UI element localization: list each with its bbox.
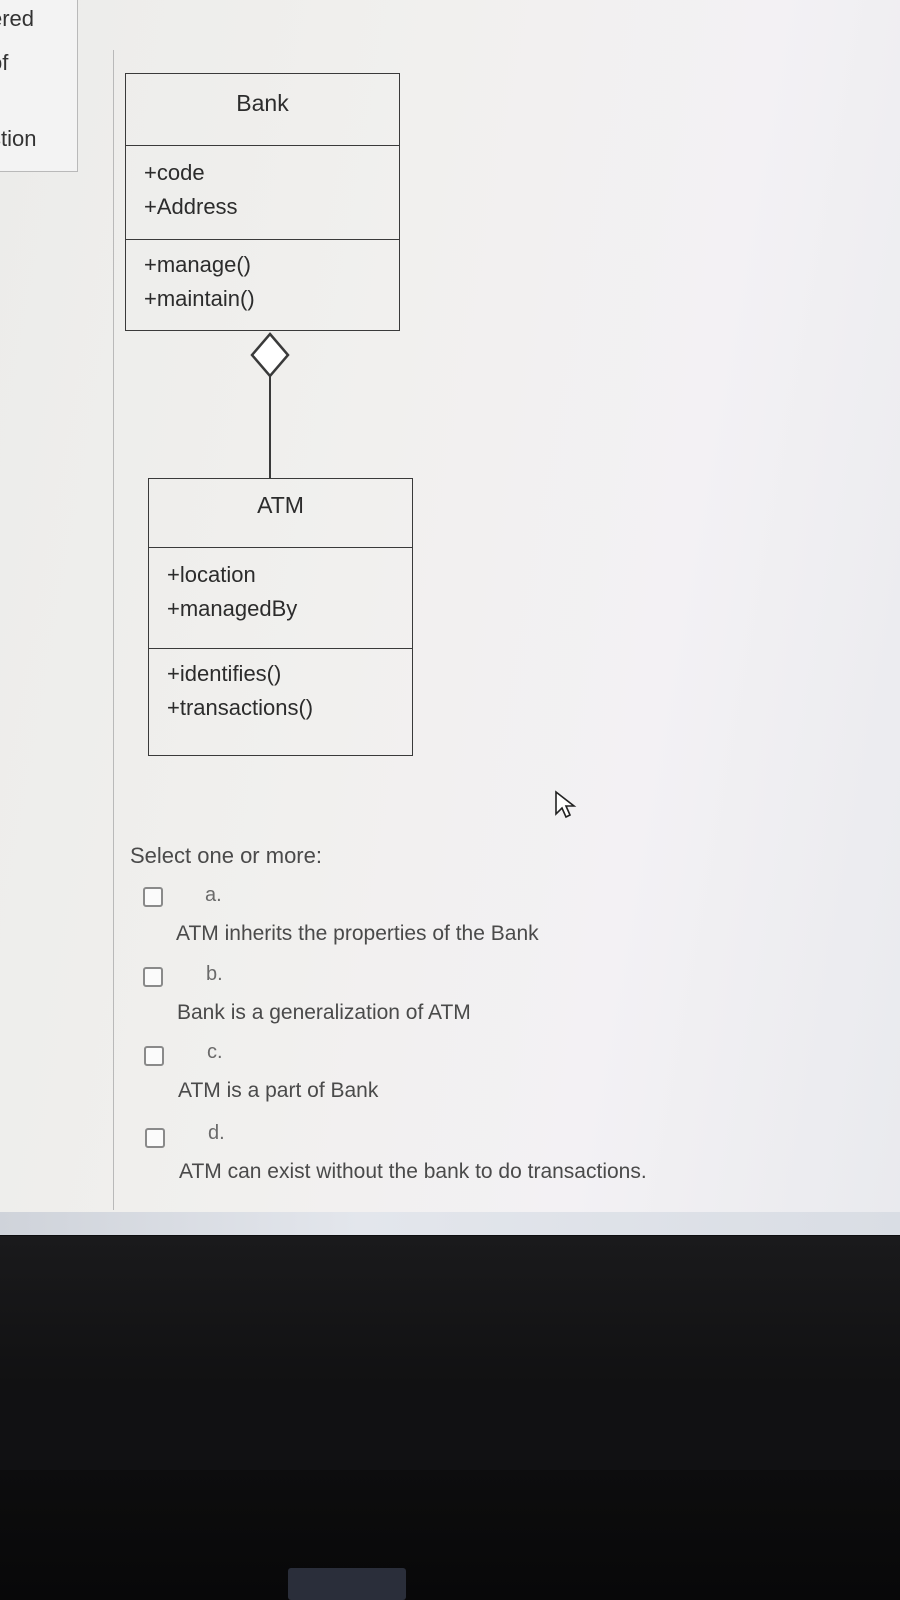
quiz-navigation-panel: ered of stion xyxy=(0,0,78,172)
uml-methods-section: +identifies() +transactions() xyxy=(149,649,412,725)
attribute-address: +Address xyxy=(144,194,238,219)
uml-class-name-section: Bank xyxy=(126,74,399,146)
option-a-text[interactable]: ATM inherits the properties of the Bank xyxy=(176,922,539,945)
keyboard-key xyxy=(288,1568,406,1600)
screen: ered of stion Bank +code +Address +manag… xyxy=(0,0,900,1235)
option-d-text[interactable]: ATM can exist without the bank to do tra… xyxy=(179,1160,647,1183)
aggregation-diamond-icon xyxy=(250,332,290,378)
option-c-letter: c. xyxy=(207,1041,223,1063)
flag-question-link[interactable]: stion xyxy=(0,126,37,151)
uml-class-atm: ATM +location +managedBy +identifies() +… xyxy=(148,478,413,756)
option-d-checkbox[interactable] xyxy=(145,1128,165,1148)
attribute-code: +code xyxy=(144,160,205,185)
option-b-checkbox[interactable] xyxy=(143,967,163,987)
option-c-checkbox[interactable] xyxy=(144,1046,164,1066)
uml-methods-section: +manage() +maintain() xyxy=(126,240,399,316)
method-transactions: +transactions() xyxy=(167,695,314,720)
method-manage: +manage() xyxy=(144,252,252,277)
option-b-text[interactable]: Bank is a generalization of ATM xyxy=(177,1001,471,1024)
content-border xyxy=(113,50,114,1210)
option-a-checkbox[interactable] xyxy=(143,887,163,907)
uml-attributes-section: +code +Address xyxy=(126,146,399,240)
option-a-letter: a. xyxy=(205,884,222,906)
class-name-bank: Bank xyxy=(236,90,289,116)
option-b-letter: b. xyxy=(206,963,223,985)
mouse-pointer-icon xyxy=(555,790,577,819)
method-maintain: +maintain() xyxy=(144,286,255,311)
question-prompt: Select one or more: xyxy=(130,843,322,868)
option-d-letter: d. xyxy=(208,1122,225,1144)
attribute-location: +location xyxy=(167,562,256,587)
screen-bottom-strip xyxy=(0,1212,900,1235)
option-c-text[interactable]: ATM is a part of Bank xyxy=(178,1079,379,1102)
method-identifies: +identifies() xyxy=(167,661,282,686)
monitor-bezel-band xyxy=(0,1390,900,1470)
attribute-managedby: +managedBy xyxy=(167,596,298,621)
nav-status-text-2: of xyxy=(0,50,9,75)
class-name-atm: ATM xyxy=(257,492,304,518)
aggregation-connector xyxy=(250,332,290,478)
uml-class-bank: Bank +code +Address +manage() +maintain(… xyxy=(125,73,400,331)
nav-status-text: ered xyxy=(0,6,35,31)
uml-attributes-section: +location +managedBy xyxy=(149,548,412,649)
uml-class-name-section: ATM xyxy=(149,479,412,548)
